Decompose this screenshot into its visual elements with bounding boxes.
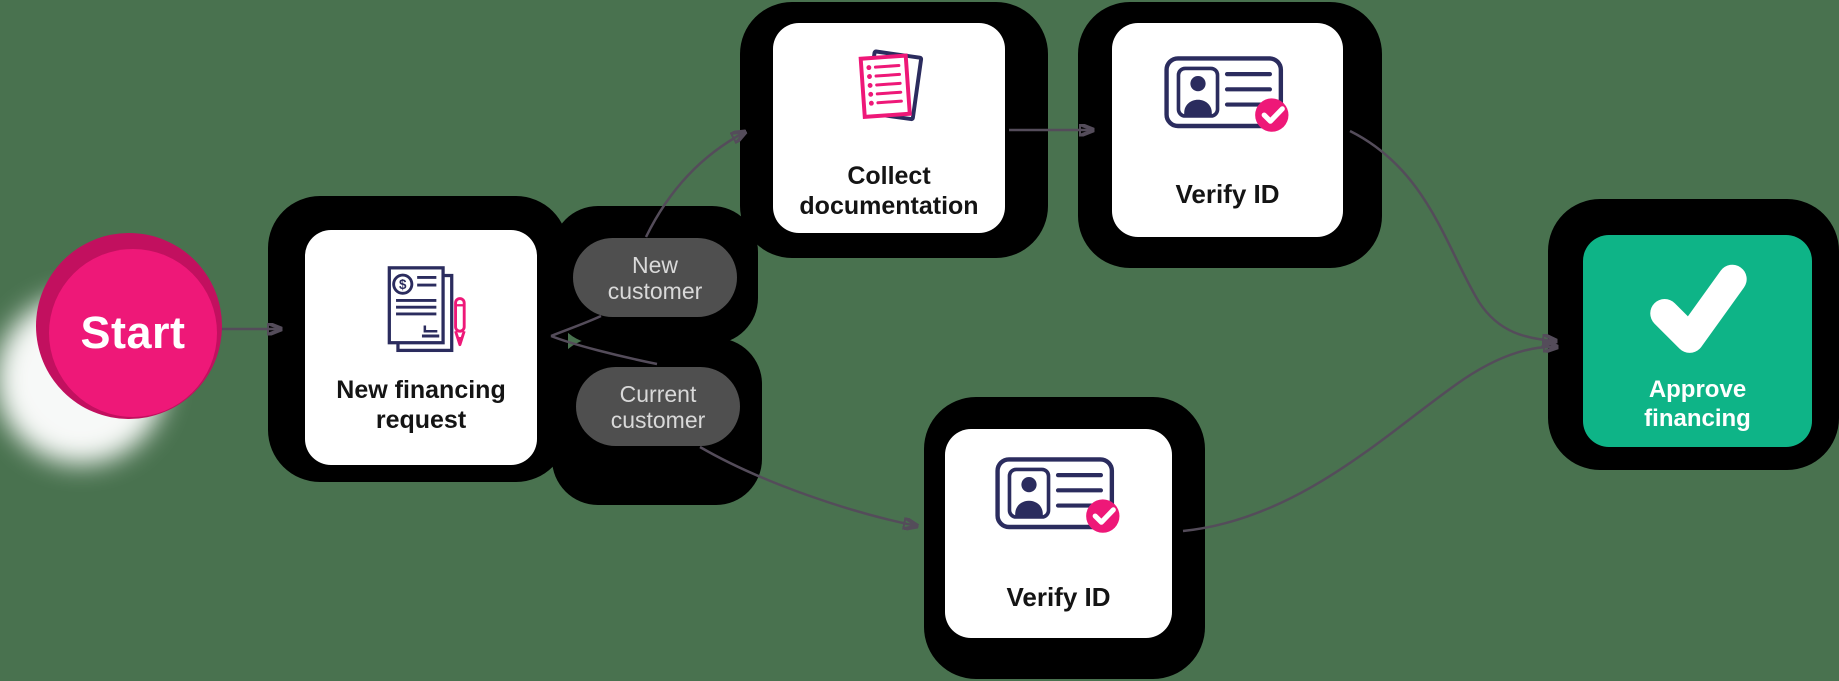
node-label: Verify ID <box>1175 179 1280 209</box>
edge-label-text: New customer <box>607 251 703 304</box>
financing-document-icon: $ <box>373 264 469 365</box>
node-label: Collect documentation <box>799 162 979 220</box>
new-financing-request-node[interactable]: $ New financing request <box>305 230 537 465</box>
node-label: Verify ID <box>1006 582 1111 612</box>
svg-text:$: $ <box>399 277 407 292</box>
documents-stack-icon <box>842 43 936 142</box>
approve-financing-node[interactable]: Approve financing <box>1583 235 1812 447</box>
collect-documentation-node[interactable]: Collect documentation <box>773 23 1005 233</box>
node-label: New financing request <box>336 376 506 434</box>
checkmark-icon <box>1647 255 1749 362</box>
verify-id-top-node[interactable]: Verify ID <box>1112 23 1343 237</box>
edge-label-new-customer[interactable]: New customer <box>573 238 737 317</box>
start-node[interactable]: Start <box>49 249 217 417</box>
edge-label-current-customer[interactable]: Current customer <box>576 367 740 446</box>
node-label: Approve financing <box>1644 376 1751 432</box>
edge-verify-id-bottom-to-approve-financing <box>1182 347 1557 533</box>
edge-label-text: Current customer <box>610 380 706 433</box>
id-card-check-icon <box>1163 56 1292 141</box>
id-card-check-icon <box>994 457 1123 542</box>
verify-id-bottom-node[interactable]: Verify ID <box>945 429 1172 638</box>
start-node-label: Start <box>80 307 186 358</box>
